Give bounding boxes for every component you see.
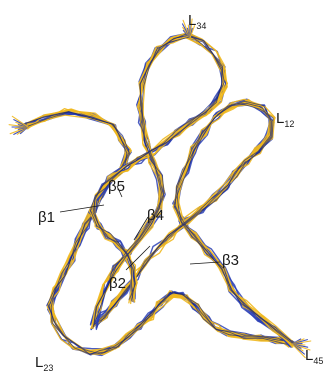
loop-label-l12: L12: [276, 110, 294, 129]
loop-label-l23: L23: [35, 354, 53, 371]
label-l45-sub: 45: [313, 356, 323, 366]
strand-label-b3: β3: [222, 252, 239, 269]
label-l23-base: L: [35, 354, 43, 371]
strand-label-b1: β1: [38, 209, 55, 226]
strand-label-b2: β2: [109, 275, 126, 292]
svg-text:L23: L23: [35, 354, 53, 371]
backbone-ensemble: [9, 19, 311, 358]
label-l12-base: L: [276, 110, 284, 127]
label-l12-sub: 12: [284, 119, 294, 129]
svg-text:L45: L45: [305, 347, 323, 366]
loop-label-l45: L45: [305, 347, 323, 366]
strand-label-b4: β4: [147, 207, 164, 224]
loop-label-l34: L34: [188, 12, 206, 31]
label-l34-base: L: [188, 12, 196, 29]
strand-label-b5: β5: [108, 178, 125, 195]
label-l34-sub: 34: [196, 21, 206, 31]
label-l23-sub: 23: [43, 363, 53, 371]
label-l45-base: L: [305, 347, 313, 364]
svg-text:L12: L12: [276, 110, 294, 129]
svg-text:L34: L34: [188, 12, 206, 31]
